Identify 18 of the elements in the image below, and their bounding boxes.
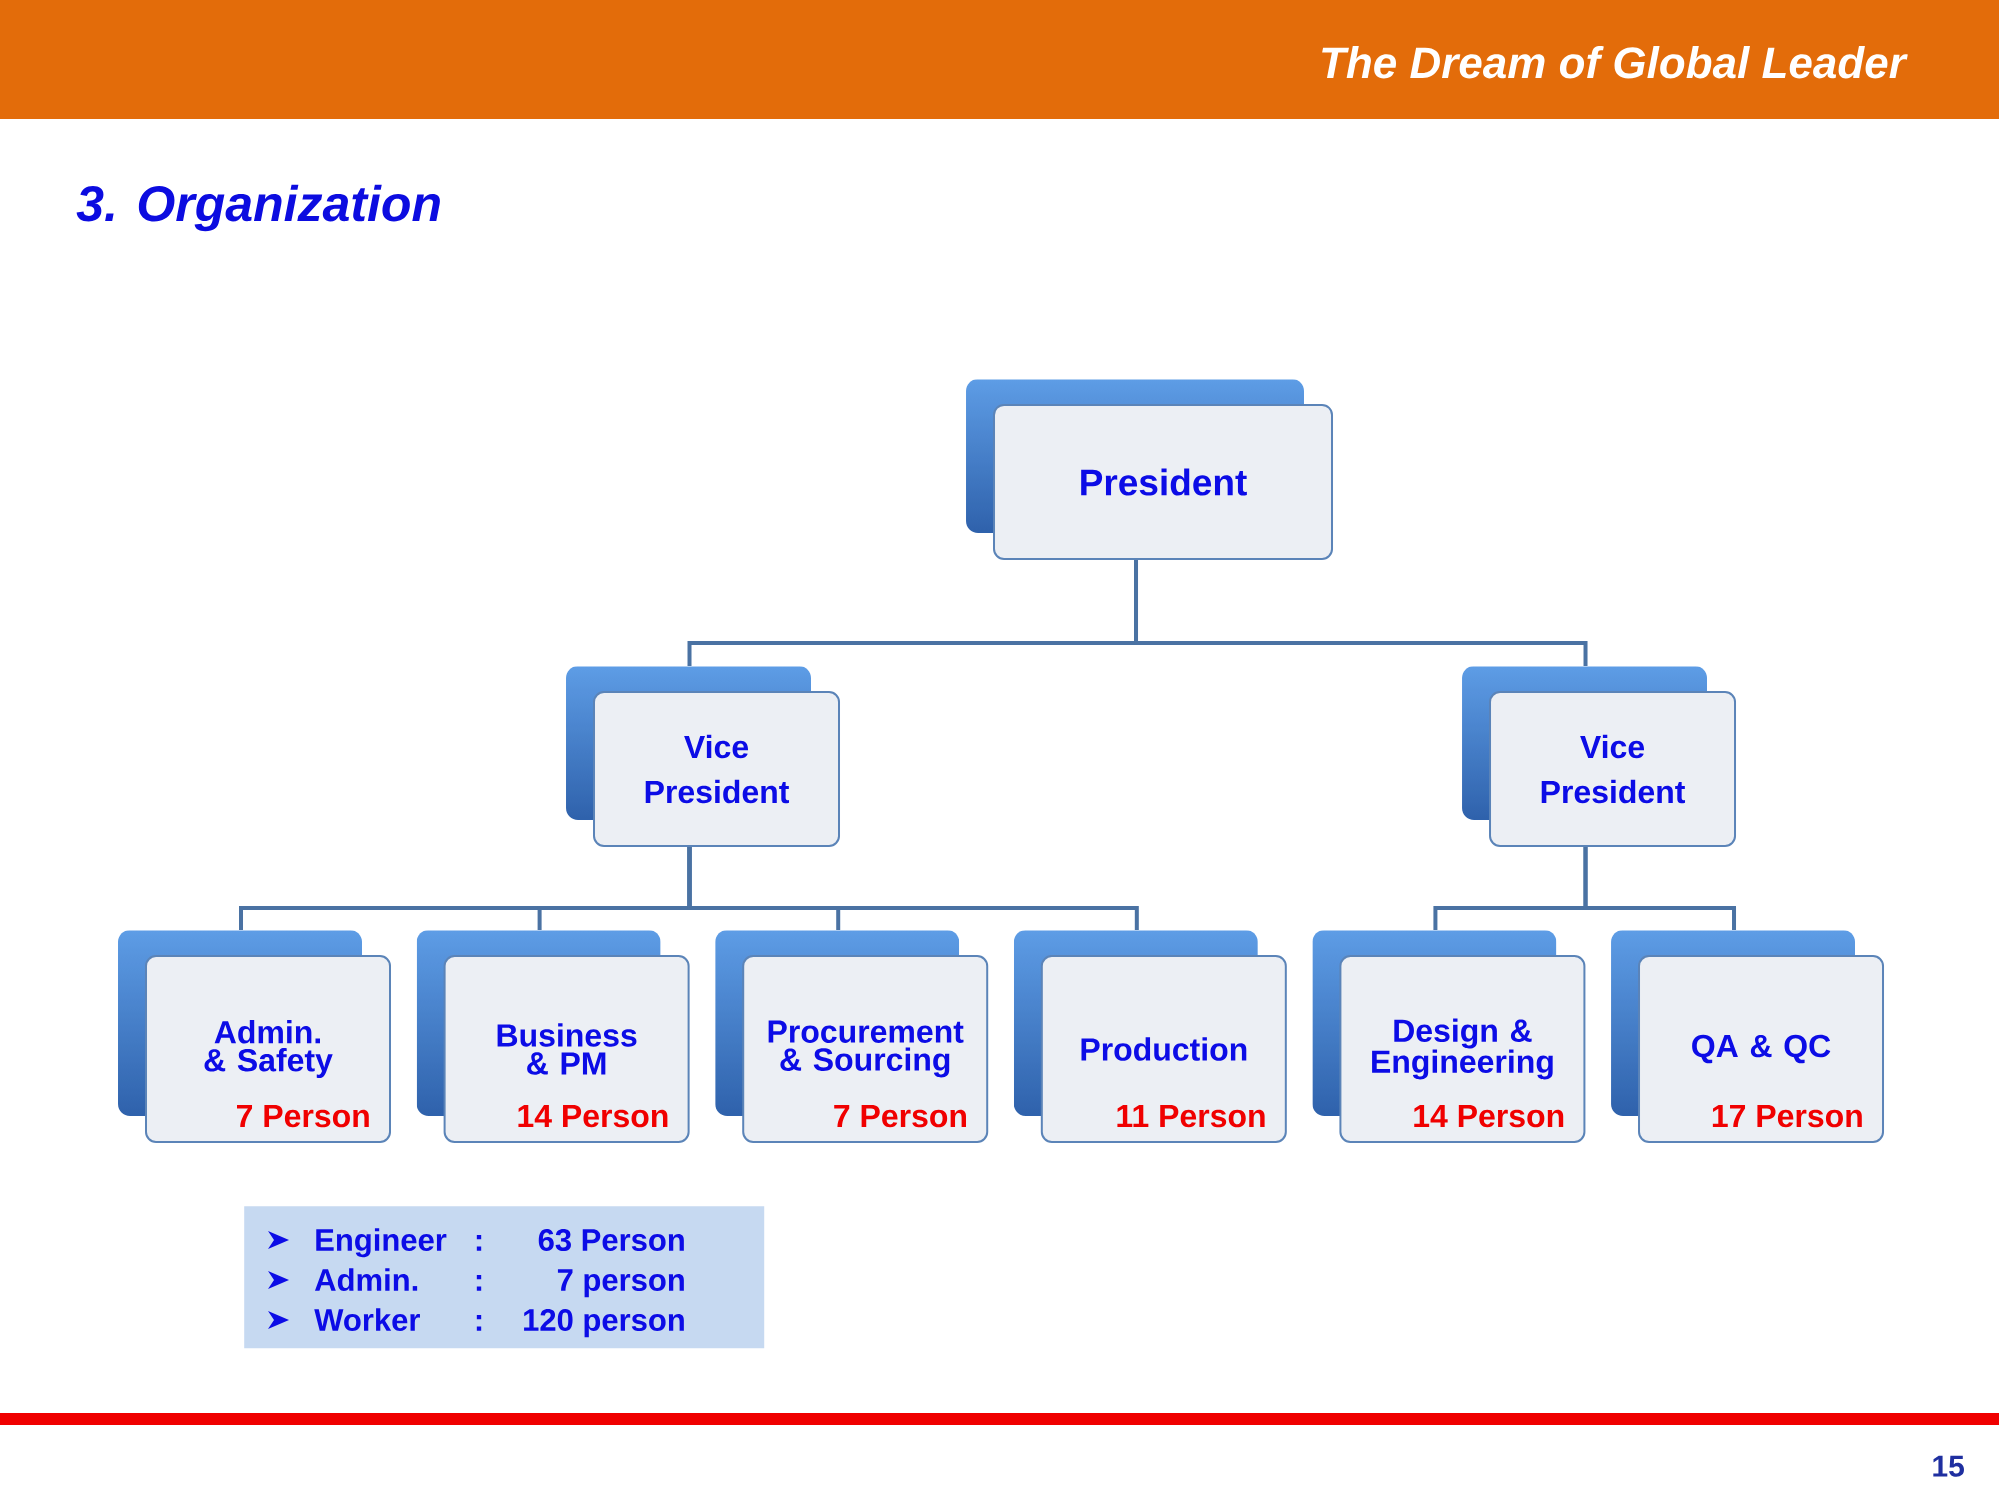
headcount-text: 7 Person xyxy=(237,1105,369,1128)
org-box: Vice President xyxy=(1489,691,1736,847)
headcount-text: 14 Person xyxy=(1414,1105,1564,1128)
connector-line xyxy=(687,847,1139,930)
page-number: 15 xyxy=(1933,1455,1964,1477)
headcount-text: 7 Person xyxy=(834,1105,966,1128)
header-text: The Dream of Global Leader xyxy=(1322,46,1908,79)
headcount-text: 11 Person xyxy=(1117,1105,1265,1128)
page-title: 3. Organization xyxy=(76,184,440,232)
list-item: Engineer : 63 Person xyxy=(316,1228,684,1258)
headcount-text: 17 Person xyxy=(1712,1105,1862,1128)
connector-line xyxy=(1134,560,1588,666)
org-box: President xyxy=(993,404,1333,560)
list-item: Admin. : 7 person xyxy=(315,1268,684,1298)
connector-line xyxy=(1583,847,1736,930)
list-item: Worker : 120 person xyxy=(314,1308,684,1338)
org-box: Vice President xyxy=(593,691,840,847)
headcount-text: 14 Person xyxy=(518,1105,668,1128)
